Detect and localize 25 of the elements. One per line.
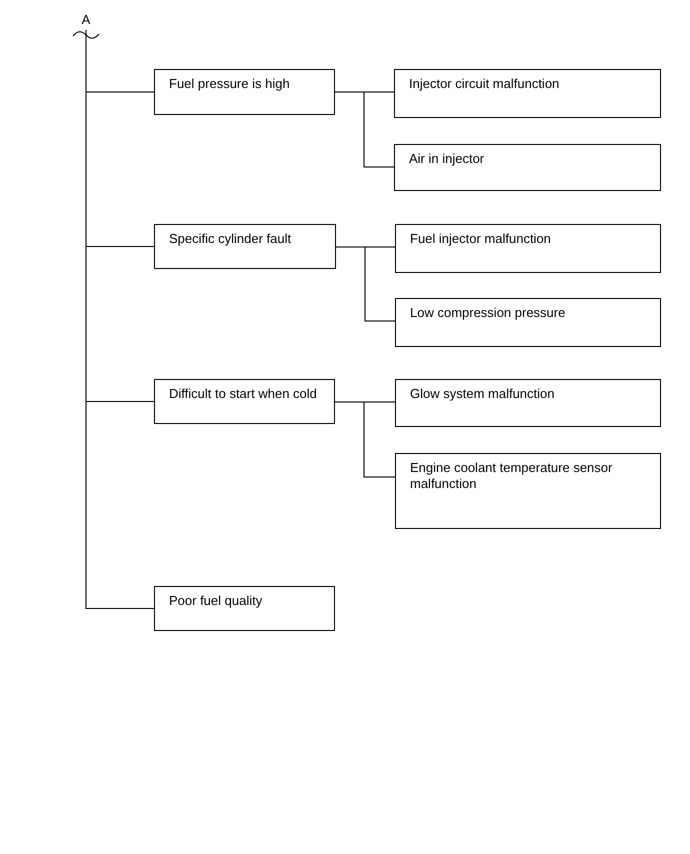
cause-box — [154, 379, 335, 424]
cause-text: Fuel injector malfunction — [410, 231, 552, 247]
cause-box — [395, 224, 661, 273]
cause-text: Fuel pressure is high — [169, 76, 291, 92]
cause-text: Air in injector — [409, 151, 486, 167]
cause-text: Low compression pressure — [410, 305, 566, 321]
cause-text: Poor fuel quality — [169, 593, 264, 609]
cause-text: Engine coolant temperature sensor malfunction — [410, 460, 614, 492]
connector-label: A — [80, 12, 92, 28]
connector-line — [86, 30, 154, 609]
cause-box — [154, 69, 335, 115]
cause-box — [395, 453, 661, 529]
cause-box — [154, 224, 336, 269]
connector-line — [334, 92, 394, 168]
cause-box — [395, 379, 661, 427]
cause-box — [394, 144, 661, 191]
cause-box — [394, 69, 661, 118]
cause-text: Specific cylinder fault — [169, 231, 292, 247]
cause-text: Difficult to start when cold — [169, 386, 318, 402]
cause-text: Injector circuit malfunction — [409, 76, 560, 92]
cause-box — [395, 298, 661, 347]
connector-line — [334, 402, 396, 478]
cause-text: Glow system malfunction — [410, 386, 556, 402]
cause-box — [154, 586, 335, 631]
connector-line — [336, 246, 396, 322]
